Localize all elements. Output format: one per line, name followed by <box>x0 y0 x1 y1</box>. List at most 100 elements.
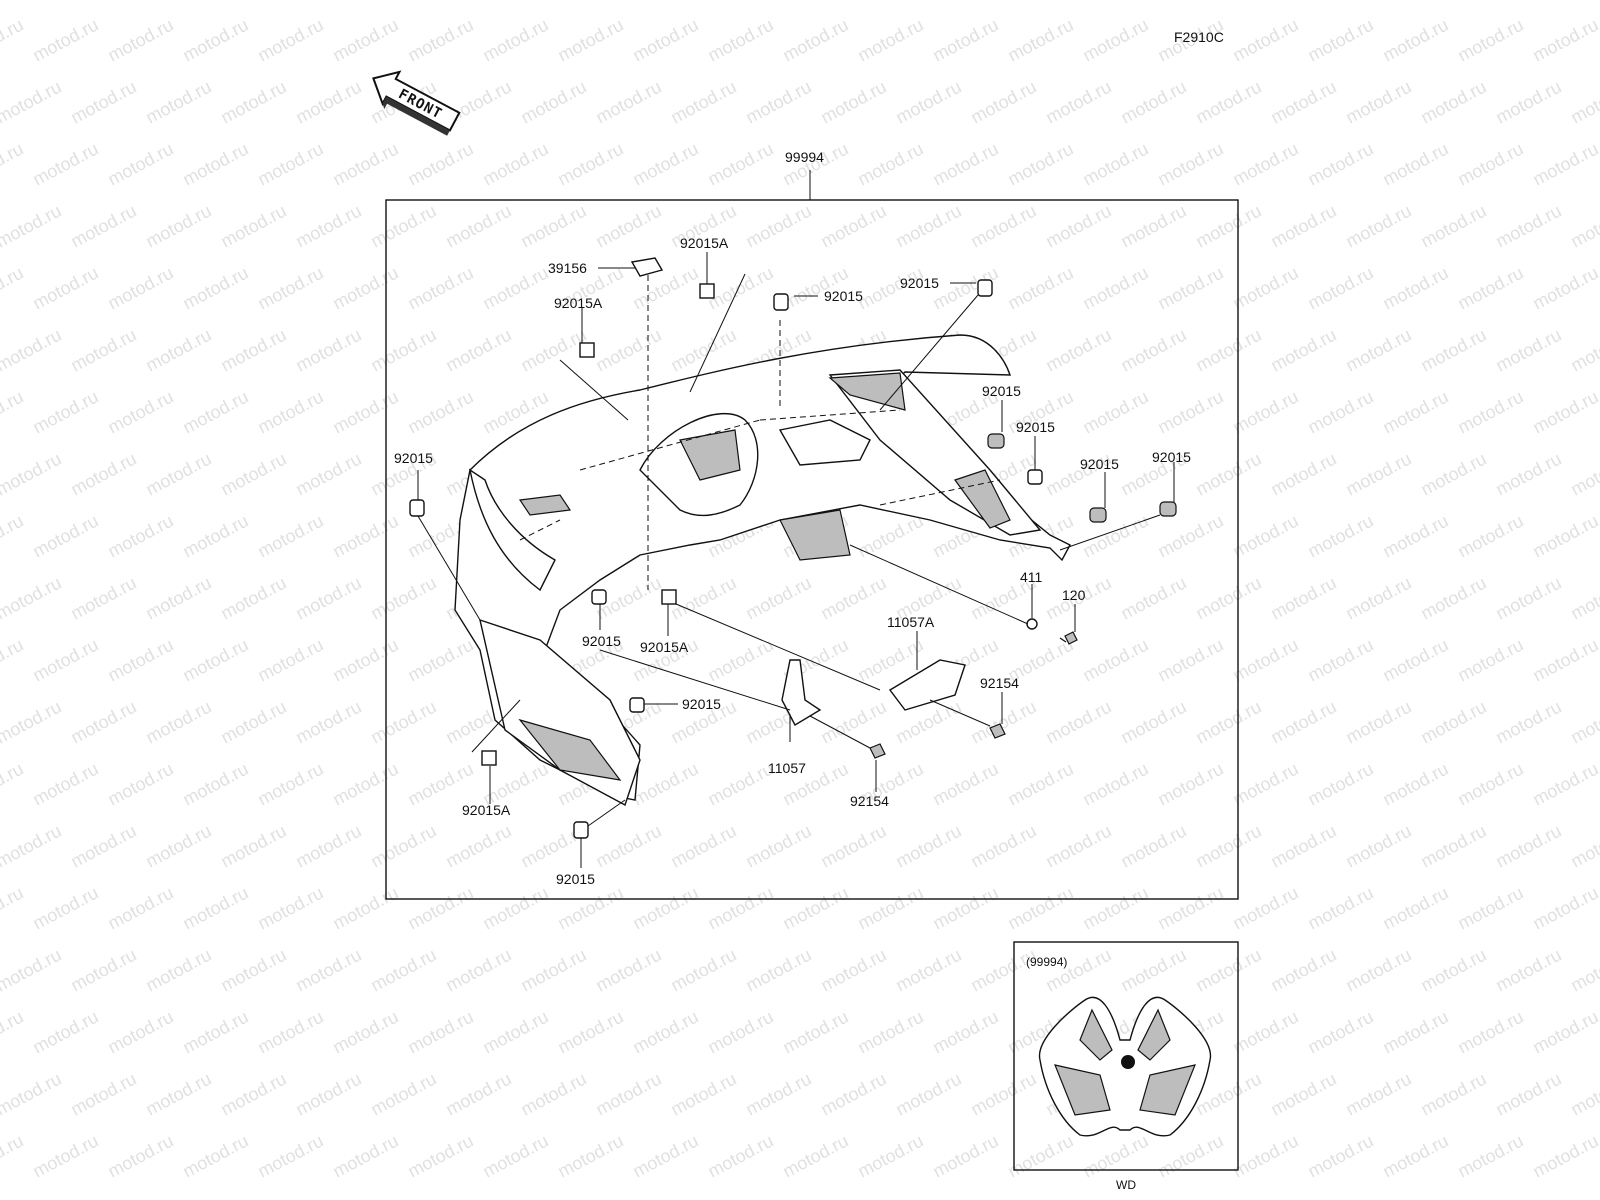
watermark-text: motod.ru <box>179 139 251 190</box>
callout-11057: 11057 <box>768 760 806 776</box>
inset-frame <box>1013 941 1239 1171</box>
watermark-text: motod.ru <box>142 573 214 624</box>
watermark-text: motod.ru <box>779 1131 851 1182</box>
watermark-text: motod.ru <box>292 697 364 748</box>
watermark-text: motod.ru <box>1117 945 1189 996</box>
watermark-text: motod.ru <box>1004 15 1076 66</box>
watermark-text: motod.ru <box>1229 139 1301 190</box>
watermark-text: motod.ru <box>254 759 326 810</box>
watermark-text: motod.ru <box>704 263 776 314</box>
watermark-text: motod.ru <box>1342 821 1414 872</box>
watermark-text: motod.ru <box>367 945 439 996</box>
watermark-text: motod.ru <box>254 635 326 686</box>
watermark-text: motod.ru <box>704 15 776 66</box>
watermark-text: motod.ru <box>67 945 139 996</box>
watermark-text: motod.ru <box>554 15 626 66</box>
watermark-text: motod.ru <box>667 1069 739 1120</box>
watermark-text: motod.ru <box>329 759 401 810</box>
watermark-text: motod.ru <box>1079 1131 1151 1182</box>
watermark-text: motod.ru <box>217 1069 289 1120</box>
watermark-text: motod.ru <box>967 0 1039 4</box>
watermark-text: motod.ru <box>817 821 889 872</box>
watermark-text: motod.ru <box>517 1069 589 1120</box>
watermark-text: motod.ru <box>929 139 1001 190</box>
grommet-icon <box>977 279 993 297</box>
watermark-text: motod.ru <box>592 77 664 128</box>
watermark-text: motod.ru <box>892 201 964 252</box>
watermark-text: motod.ru <box>554 883 626 934</box>
callout-92015: 92015 <box>900 275 939 291</box>
watermark-text: motod.ru <box>1304 635 1376 686</box>
watermark-text: motod.ru <box>1342 449 1414 500</box>
watermark-text: motod.ru <box>292 573 364 624</box>
watermark-text: motod.ru <box>254 263 326 314</box>
watermark-text: motod.ru <box>1567 945 1600 996</box>
watermark-text: motod.ru <box>329 263 401 314</box>
watermark-text: motod.ru <box>517 945 589 996</box>
watermark-text: motod.ru <box>629 15 701 66</box>
watermark-text: motod.ru <box>0 1069 65 1120</box>
cowling-front-view-icon <box>1038 996 1212 1137</box>
watermark-text: motod.ru <box>1304 1131 1376 1182</box>
watermark-text: motod.ru <box>292 0 364 4</box>
watermark-text: motod.ru <box>367 573 439 624</box>
watermark-text: motod.ru <box>1042 0 1114 4</box>
watermark-text: motod.ru <box>1417 325 1489 376</box>
watermark-text: motod.ru <box>629 1007 701 1058</box>
watermark-text: motod.ru <box>1267 573 1339 624</box>
watermark-text: motod.ru <box>1154 635 1226 686</box>
watermark-text: motod.ru <box>1342 1069 1414 1120</box>
watermark-text: motod.ru <box>1454 1131 1526 1182</box>
watermark-text: motod.ru <box>254 139 326 190</box>
callout-120: 120 <box>1062 587 1086 603</box>
watermark-text: motod.ru <box>892 1069 964 1120</box>
watermark-text: motod.ru <box>67 573 139 624</box>
watermark-text: motod.ru <box>817 201 889 252</box>
watermark-text: motod.ru <box>142 1069 214 1120</box>
watermark-text: motod.ru <box>592 821 664 872</box>
watermark-text: motod.ru <box>67 0 139 4</box>
watermark-text: motod.ru <box>179 263 251 314</box>
watermark-text: motod.ru <box>329 883 401 934</box>
watermark-text: motod.ru <box>967 77 1039 128</box>
callout-92015a: 92015A <box>680 235 729 251</box>
watermark-text: motod.ru <box>1004 1131 1076 1182</box>
watermark-text: motod.ru <box>1567 77 1600 128</box>
watermark-text: motod.ru <box>479 1131 551 1182</box>
inset-ref: (99994) <box>1026 955 1067 969</box>
watermark-text: motod.ru <box>1117 0 1189 4</box>
watermark-text: motod.ru <box>1079 759 1151 810</box>
callout-92015: 92015 <box>394 450 433 466</box>
watermark-text: motod.ru <box>404 883 476 934</box>
watermark-text: motod.ru <box>704 1007 776 1058</box>
watermark-text: motod.ru <box>1342 77 1414 128</box>
watermark-text: motod.ru <box>292 945 364 996</box>
watermark-text: motod.ru <box>1267 1069 1339 1120</box>
watermark-text: motod.ru <box>1304 511 1376 562</box>
watermark-text: motod.ru <box>1492 325 1564 376</box>
watermark-text: motod.ru <box>1042 821 1114 872</box>
watermark-text: motod.ru <box>1042 201 1114 252</box>
watermark-text: motod.ru <box>1229 759 1301 810</box>
watermark-text: motod.ru <box>29 883 101 934</box>
watermark-text: motod.ru <box>1454 387 1526 438</box>
watermark-text: motod.ru <box>179 883 251 934</box>
watermark-text: motod.ru <box>67 697 139 748</box>
watermark-text: motod.ru <box>592 325 664 376</box>
watermark-text: motod.ru <box>1192 77 1264 128</box>
watermark-text: motod.ru <box>104 883 176 934</box>
watermark-text: motod.ru <box>292 201 364 252</box>
watermark-text: motod.ru <box>1342 573 1414 624</box>
watermark-text: motod.ru <box>967 821 1039 872</box>
watermark-text: motod.ru <box>1229 1131 1301 1182</box>
watermark-text: motod.ru <box>1379 139 1451 190</box>
watermark-text: motod.ru <box>1267 449 1339 500</box>
grommet-icon <box>573 821 589 839</box>
watermark-text: motod.ru <box>1379 511 1451 562</box>
watermark-text: motod.ru <box>329 511 401 562</box>
watermark-text: motod.ru <box>779 1007 851 1058</box>
watermark-text: motod.ru <box>1304 883 1376 934</box>
assembly-frame <box>385 199 1239 900</box>
watermark-text: motod.ru <box>0 945 65 996</box>
